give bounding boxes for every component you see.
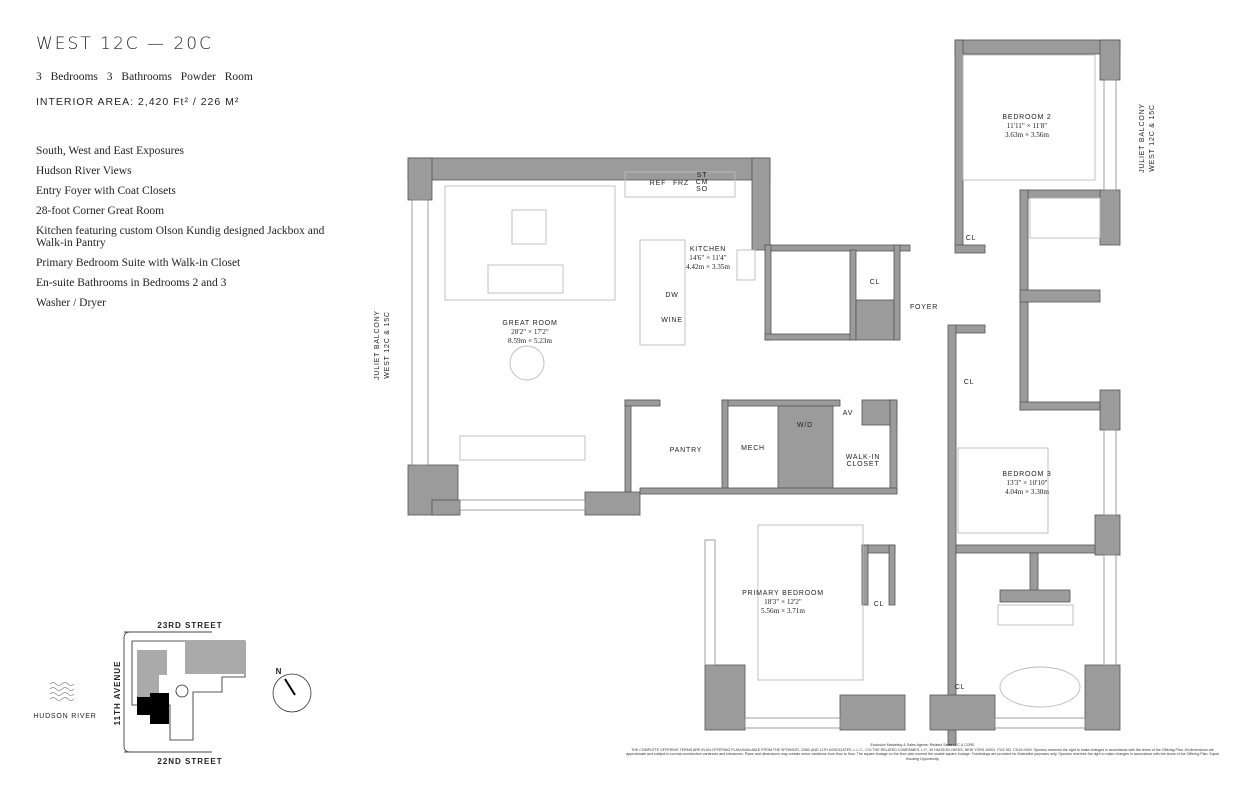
room-kitchen: KITCHEN 14'6" × 11'4" 4.42m × 3.35m: [686, 246, 730, 271]
label-foyer: FOYER: [910, 304, 938, 311]
svg-text:14'6" × 11'4": 14'6" × 11'4": [689, 254, 726, 262]
feature-item: Primary Bedroom Suite with Walk-in Close…: [36, 257, 241, 269]
svg-text:28'2" × 17'2": 28'2" × 17'2": [511, 328, 549, 336]
feature-item: Entry Foyer with Coat Closets: [36, 185, 176, 197]
label-wd: W/D: [797, 422, 813, 429]
svg-text:PRIMARY BEDROOM: PRIMARY BEDROOM: [742, 590, 824, 597]
label-st: ST: [697, 172, 708, 179]
svg-text:JULIET BALCONY: JULIET BALCONY: [1139, 103, 1146, 173]
svg-text:KITCHEN: KITCHEN: [690, 246, 726, 253]
svg-text:13'3" × 10'10": 13'3" × 10'10": [1006, 479, 1047, 487]
label-closet: CL: [874, 601, 885, 608]
street-22nd: 22ND STREET: [157, 757, 222, 766]
feature-item: En-suite Bathrooms in Bedrooms 2 and 3: [36, 277, 227, 289]
svg-text:BEDROOM 2: BEDROOM 2: [1002, 114, 1051, 121]
label-closet: CL: [966, 235, 977, 242]
north-compass-icon: N: [272, 667, 312, 713]
river-waves-icon: [49, 682, 75, 701]
svg-text:18'3" × 12'2": 18'3" × 12'2": [764, 598, 802, 606]
juliet-balcony-right: JULIET BALCONY WEST 12C & 15C: [1139, 103, 1156, 173]
label-walkin: WALK-IN: [846, 454, 881, 461]
feature-list: South, West and East Exposures Hudson Ri…: [36, 145, 366, 317]
label-so: SO: [696, 186, 708, 193]
label-pantry: PANTRY: [670, 447, 703, 454]
label-closet: CL: [964, 379, 975, 386]
svg-text:5.56m × 3.71m: 5.56m × 3.71m: [761, 607, 805, 615]
window-lines: [411, 79, 1117, 729]
room-great-room: GREAT ROOM 28'2" × 17'2" 8.59m × 5.23m: [502, 320, 557, 345]
feature-item: Hudson River Views: [36, 165, 132, 177]
svg-text:8.59m × 5.23m: 8.59m × 5.23m: [508, 337, 552, 345]
label-closet: CL: [870, 279, 881, 286]
offering-terms: THE COMPLETE OFFERING TERMS ARE IN AN OF…: [626, 747, 1219, 761]
svg-text:WEST 12C & 15C: WEST 12C & 15C: [1149, 104, 1156, 171]
room-summary: 3 Bedrooms 3 Bathrooms Powder Room: [36, 71, 253, 83]
label-frz: FRZ: [673, 180, 689, 187]
svg-text:N: N: [276, 667, 283, 676]
feature-item: 28-foot Corner Great Room: [36, 205, 165, 217]
feature-item: Washer / Dryer: [36, 297, 106, 309]
juliet-balcony-left: JULIET BALCONY WEST 12C & 15C: [374, 310, 391, 380]
label-ref: REF: [650, 180, 666, 187]
svg-text:11'11" × 11'8": 11'11" × 11'8": [1007, 122, 1048, 130]
label-av: AV: [843, 410, 853, 417]
svg-text:GREAT ROOM: GREAT ROOM: [502, 320, 557, 327]
svg-text:JULIET BALCONY: JULIET BALCONY: [374, 310, 381, 380]
label-mech: MECH: [741, 445, 765, 452]
walls: [407, 39, 1121, 746]
svg-text:3.63m × 3.56m: 3.63m × 3.56m: [1005, 131, 1049, 139]
label-closet: CL: [955, 684, 966, 691]
eleventh-avenue: 11TH AVENUE: [113, 661, 122, 726]
sales-agent: Exclusive Marketing & Sales Agents: Rela…: [870, 743, 975, 747]
page-title: WEST 12C — 20C: [36, 34, 213, 54]
feature-item: South, West and East Exposures: [36, 145, 185, 157]
svg-text:4.42m × 3.35m: 4.42m × 3.35m: [686, 263, 730, 271]
legal-disclaimer: Exclusive Marketing & Sales Agents: Rela…: [625, 743, 1220, 761]
river-label: HUDSON RIVER: [33, 713, 96, 720]
room-bedroom-2: BEDROOM 2 11'11" × 11'8" 3.63m × 3.56m: [1002, 114, 1051, 139]
room-primary-bedroom: PRIMARY BEDROOM 18'3" × 12'2" 5.56m × 3.…: [742, 590, 824, 615]
key-plan: HUDSON RIVER 23RD STREET 22ND STREET 11T…: [33, 621, 312, 766]
label-walkin: CLOSET: [847, 461, 880, 468]
label-dw: DW: [665, 292, 678, 299]
svg-text:BEDROOM 3: BEDROOM 3: [1002, 471, 1051, 478]
svg-text:4.04m × 3.30m: 4.04m × 3.30m: [1005, 488, 1049, 496]
feature-item: Kitchen featuring custom Olson Kundig de…: [36, 225, 325, 249]
street-23rd: 23RD STREET: [157, 621, 222, 630]
svg-text:WEST 12C & 15C: WEST 12C & 15C: [384, 311, 391, 378]
furniture: [444, 54, 1101, 708]
label-wine: WINE: [661, 317, 682, 324]
interior-area: INTERIOR AREA: 2,420 Ft² / 226 M²: [36, 96, 240, 108]
label-cm: CM: [696, 179, 709, 186]
room-bedroom-3: BEDROOM 3 13'3" × 10'10" 4.04m × 3.30m: [1002, 471, 1051, 496]
